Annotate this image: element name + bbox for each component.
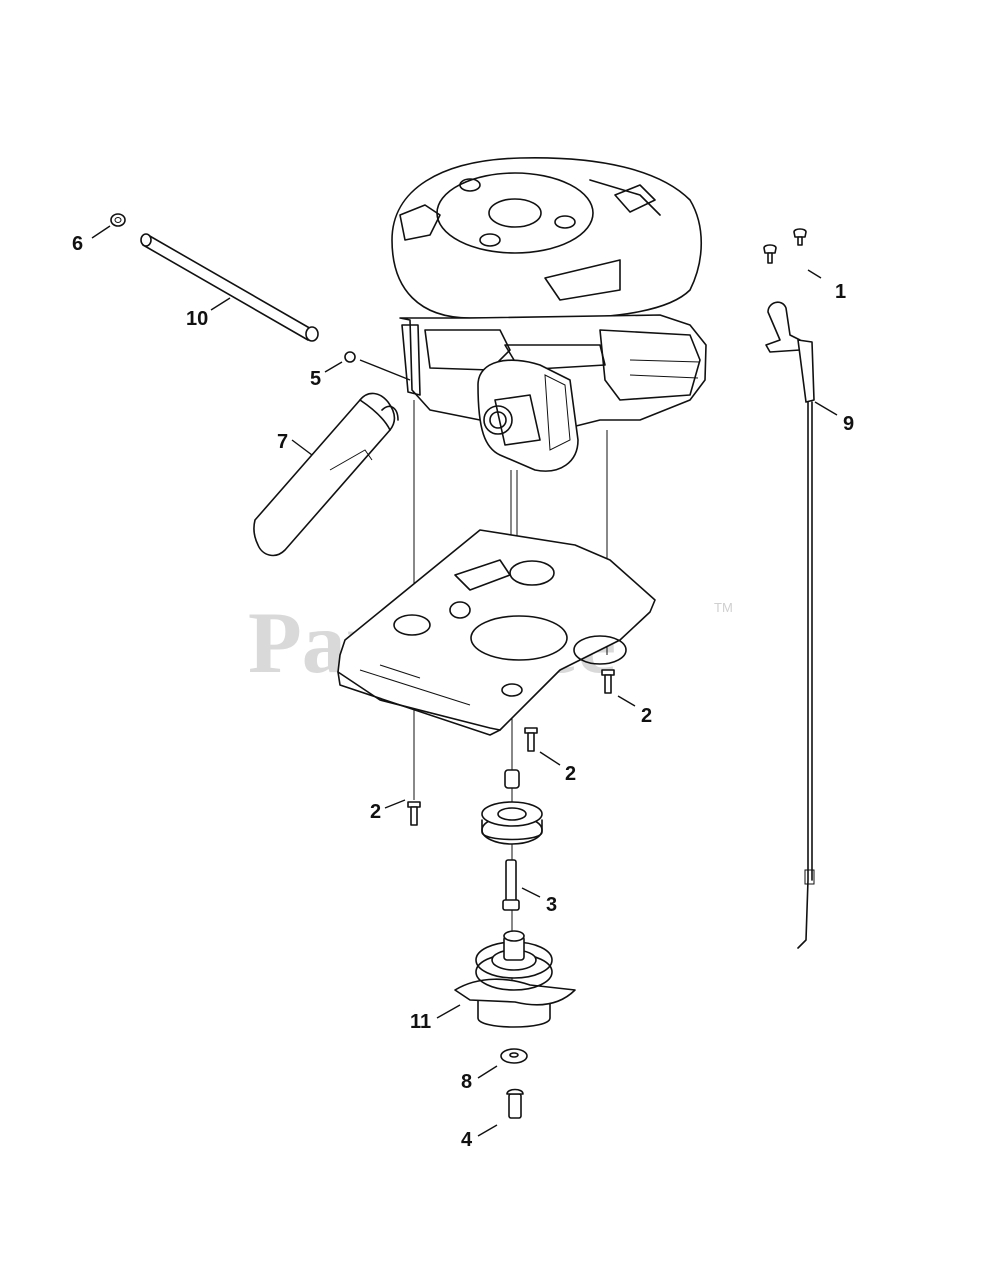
part-5-nut[interactable]	[344, 351, 356, 363]
callout-6[interactable]: 6	[72, 233, 83, 255]
part-3-bolt[interactable]	[502, 859, 520, 911]
spacer[interactable]	[504, 769, 520, 789]
watermark-trademark: TM	[714, 600, 733, 615]
part-11-clutch[interactable]	[454, 930, 576, 1028]
callout-2a[interactable]: 2	[641, 705, 652, 727]
part-1-screws[interactable]	[763, 228, 807, 264]
part-8-washer[interactable]	[500, 1048, 528, 1064]
callout-1[interactable]: 1	[835, 281, 846, 303]
engine-mount-plate[interactable]	[337, 529, 656, 736]
callout-2c[interactable]: 2	[370, 801, 381, 823]
part-9-cable[interactable]	[765, 301, 815, 949]
bolt-2c	[407, 801, 421, 826]
part-4-bolt[interactable]	[506, 1088, 524, 1119]
bolt-2a	[601, 669, 615, 694]
engine[interactable]	[391, 157, 707, 472]
leader-lines	[91, 225, 838, 1137]
callout-7[interactable]: 7	[277, 431, 288, 453]
callout-labels: 6 10 5 7 1 9 2 2 2 3 11 8 4	[72, 233, 854, 1151]
callout-2b[interactable]: 2	[565, 763, 576, 785]
bolt-2b	[524, 727, 538, 752]
callout-3[interactable]: 3	[546, 894, 557, 916]
callout-4[interactable]: 4	[461, 1129, 473, 1151]
callout-11[interactable]: 11	[410, 1011, 431, 1033]
part-7-chute[interactable]	[253, 392, 399, 557]
part-10-tube[interactable]	[140, 233, 319, 342]
idler-pulley[interactable]	[481, 801, 543, 845]
part-2-bolts[interactable]	[407, 669, 615, 826]
callout-9[interactable]: 9	[843, 413, 854, 435]
part-6-cap[interactable]	[110, 213, 126, 227]
callout-10[interactable]: 10	[186, 308, 208, 330]
callout-5[interactable]: 5	[310, 368, 321, 390]
callout-8[interactable]: 8	[461, 1071, 472, 1093]
